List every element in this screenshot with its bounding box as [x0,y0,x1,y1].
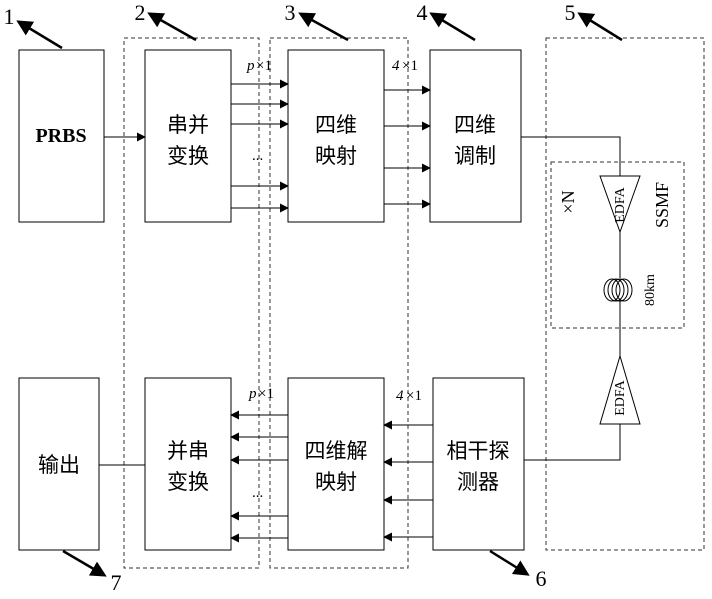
label-80km: 80km [643,274,658,306]
parallel-serial-block: 并串 变换 [145,378,231,550]
coherent-detector-block: 相干探 测器 [433,378,524,550]
svg-text:3: 3 [285,0,296,25]
svg-text:4: 4 [396,388,404,404]
svg-text:×1: ×1 [406,388,422,404]
4d-modulation-block: 四维 调制 [430,50,521,222]
tag-5: 5 [565,0,623,40]
svg-text:×1: ×1 [258,386,274,402]
svg-text:映射: 映射 [315,144,357,168]
svg-text:变换: 变换 [167,144,209,168]
tag-2: 2 [135,0,197,40]
svg-text:×1: ×1 [402,58,418,74]
svg-text:1: 1 [4,4,15,29]
svg-text:6: 6 [536,566,547,591]
svg-text:EDFA: EDFA [613,379,628,415]
svg-text:调制: 调制 [454,144,496,168]
fiber-coil-icon [604,279,632,301]
4d-demapping-block: 四维解 映射 [288,378,384,550]
svg-text:变换: 变换 [167,470,209,494]
label-4-top: 4 ×1 [392,58,418,74]
prbs-block: PRBS [19,50,104,222]
dots-bottom: ... [252,485,263,501]
svg-text:并串: 并串 [167,439,209,463]
label-times-n: ×N [558,190,578,213]
output-block: 输出 [19,378,99,550]
label-p-top: p ×1 [246,58,272,74]
svg-text:PRBS: PRBS [35,125,86,147]
svg-text:7: 7 [111,570,122,595]
4d-mapping-block: 四维 映射 [288,50,384,222]
svg-text:四维解: 四维解 [305,439,368,463]
svg-text:2: 2 [135,0,146,25]
tag-4: 4 [417,0,476,40]
svg-text:p: p [246,58,255,74]
label-ssmf: SSMF [652,182,672,228]
tag-6: 6 [490,551,547,591]
link-mod-to-fiber [521,137,620,176]
svg-text:四维: 四维 [315,113,357,137]
svg-text:5: 5 [565,0,576,25]
svg-text:四维: 四维 [454,113,496,137]
tag-3: 3 [285,0,349,40]
serial-parallel-block: 串并 变换 [145,50,231,222]
svg-text:映射: 映射 [315,470,357,494]
tag-7: 7 [63,551,122,595]
svg-text:串并: 串并 [167,113,209,137]
svg-text:相干探: 相干探 [447,439,510,463]
svg-text:输出: 输出 [38,453,80,477]
edfa-2: EDFA [600,356,640,424]
label-p-bottom: p ×1 [248,386,274,402]
svg-text:测器: 测器 [457,470,499,494]
edfa-1: EDFA [600,176,640,232]
svg-text:4: 4 [392,58,400,74]
link-edfa2-to-detector [524,424,620,460]
tag-1: 1 [4,4,63,48]
svg-text:EDFA: EDFA [613,186,628,222]
dots-top: ... [252,148,263,164]
arrows-map-to-mod [384,90,430,204]
svg-text:4: 4 [417,0,428,25]
svg-text:p: p [248,386,257,402]
label-4-bottom: 4 ×1 [396,388,422,404]
group-5-outline [546,38,704,550]
svg-text:×1: ×1 [256,58,272,74]
